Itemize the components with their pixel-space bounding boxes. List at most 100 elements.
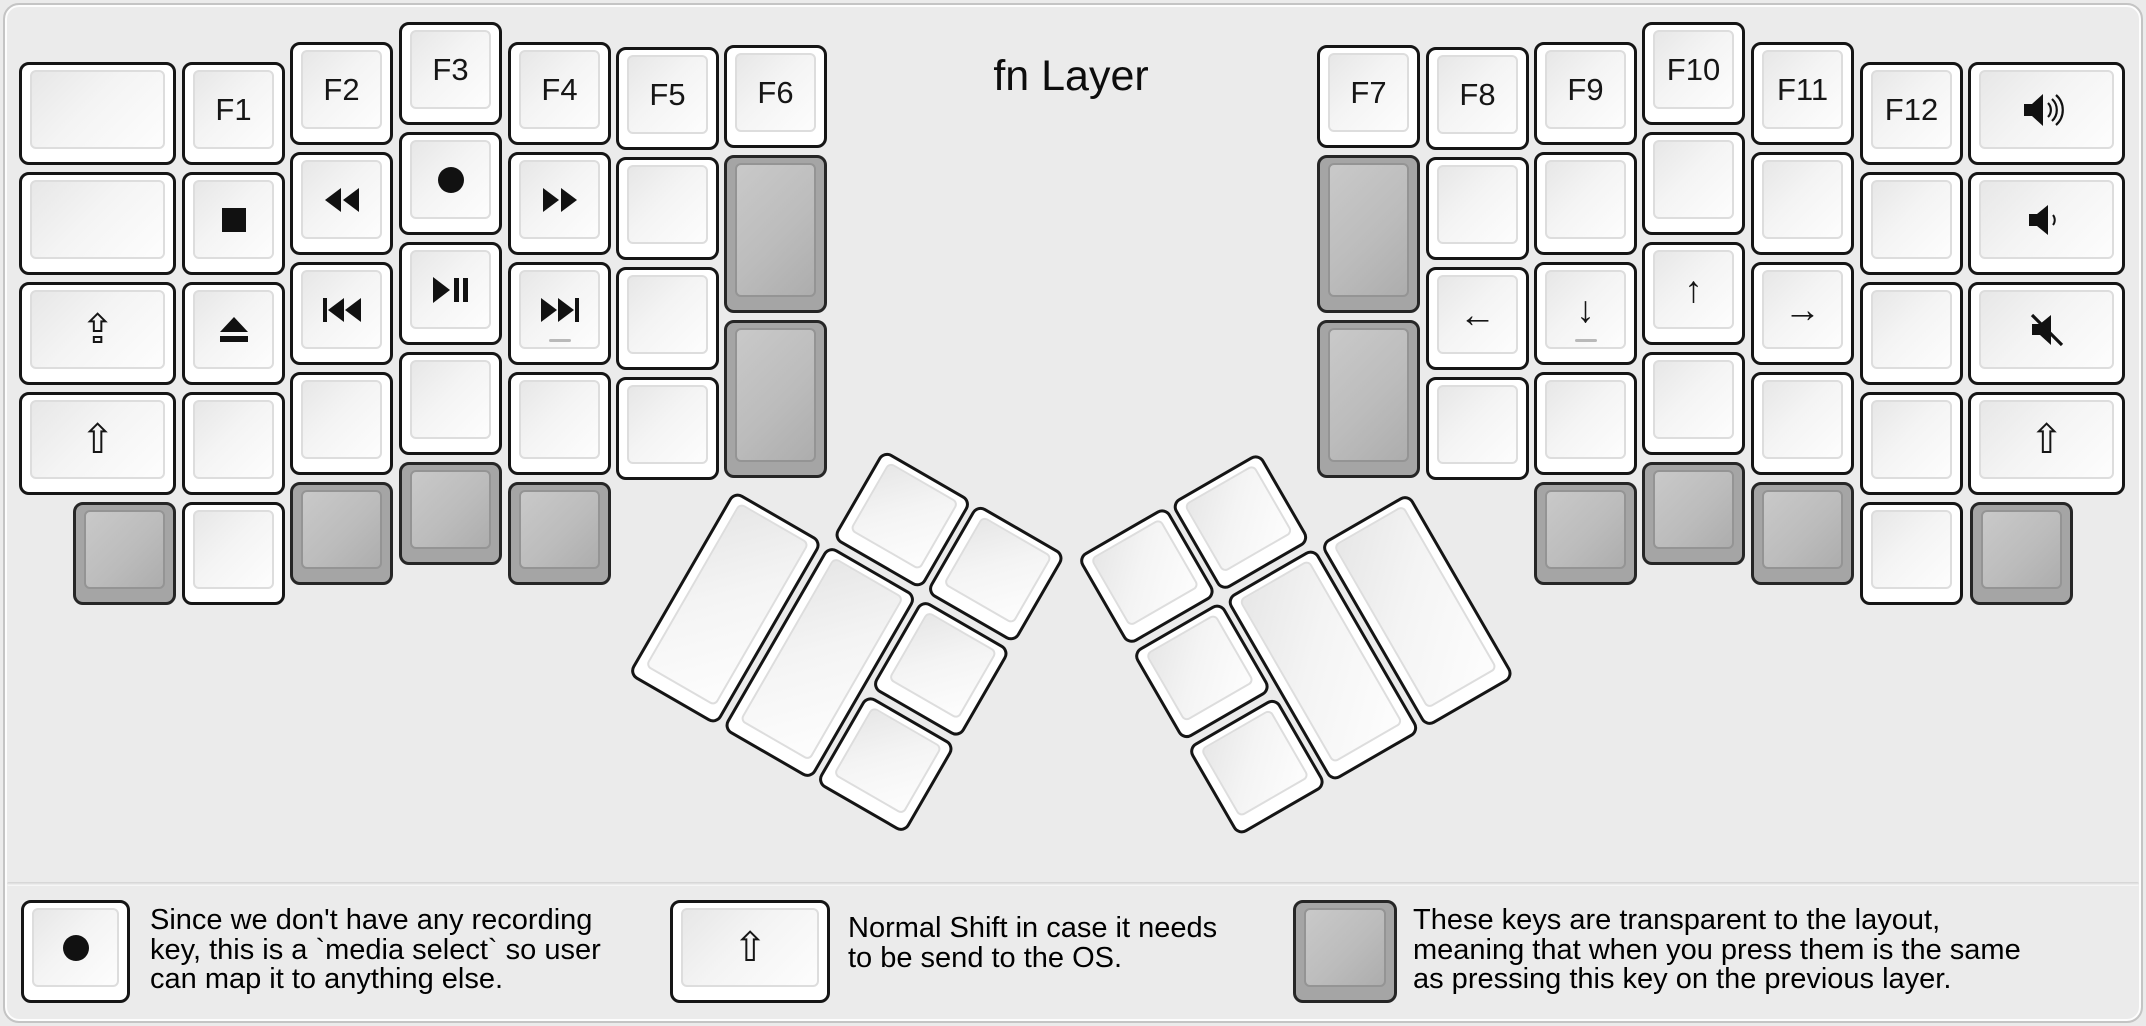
volume-up-icon (2023, 93, 2070, 127)
key-label: F10 (1666, 51, 1721, 87)
keytop (1762, 380, 1843, 459)
key-play-pause[interactable] (399, 242, 502, 345)
key-blank[interactable] (182, 502, 285, 605)
key-transparent[interactable] (1970, 502, 2073, 605)
key-fast-forward[interactable] (508, 152, 611, 255)
key-transparent[interactable] (1317, 155, 1420, 313)
keytop (1144, 613, 1255, 723)
homing-bar (1574, 339, 1597, 342)
key-blank[interactable] (1751, 372, 1854, 475)
keytop (410, 360, 491, 439)
key-f2[interactable]: F2 (290, 42, 393, 145)
key-blank[interactable] (1860, 502, 1963, 605)
key-blank[interactable] (1426, 157, 1529, 260)
key-transparent[interactable] (290, 482, 393, 585)
keytop (410, 140, 491, 219)
legend-line: to be send to the OS. (848, 941, 1123, 974)
key-f1[interactable]: F1 (182, 62, 285, 165)
keytop (1545, 380, 1626, 459)
keytop (301, 270, 382, 349)
play-pause-icon (432, 276, 469, 303)
key-volume-mute[interactable] (1968, 282, 2125, 385)
legend-line: key, this is a `media select` so user (150, 933, 601, 966)
key-blank[interactable] (508, 372, 611, 475)
key-transparent[interactable] (508, 482, 611, 585)
keytop: F10 (1653, 30, 1734, 109)
rewind-icon (324, 187, 359, 212)
key-record[interactable] (399, 132, 502, 235)
key-f4[interactable]: F4 (508, 42, 611, 145)
key-arrow-right[interactable]: → (1751, 262, 1854, 365)
key-blank[interactable] (1534, 152, 1637, 255)
key-blank[interactable] (1860, 172, 1963, 275)
key-next-track[interactable] (508, 262, 611, 365)
key-arrow-up[interactable]: ↑ (1642, 242, 1745, 345)
key-transparent[interactable] (1642, 462, 1745, 565)
key-f10[interactable]: F10 (1642, 22, 1745, 125)
key-prev-track[interactable] (290, 262, 393, 365)
keytop (848, 460, 959, 570)
keytop: F5 (627, 55, 708, 134)
keytop: F7 (1328, 53, 1409, 132)
key-transparent[interactable] (73, 502, 176, 605)
key-transparent[interactable] (1751, 482, 1854, 585)
key-f3[interactable]: F3 (399, 22, 502, 125)
keytop: ↓ (1545, 270, 1626, 349)
keytop (519, 490, 600, 569)
key-transparent[interactable] (724, 320, 827, 478)
key-transparent[interactable] (724, 155, 827, 313)
key-blank[interactable] (19, 172, 176, 275)
keytop (1871, 290, 1952, 369)
key-blank[interactable] (1642, 132, 1745, 235)
key-arrow-left[interactable]: ← (1426, 267, 1529, 370)
key-label: F12 (1884, 91, 1939, 127)
key-label: F3 (432, 51, 469, 87)
keytop (1653, 360, 1734, 439)
keytop (84, 510, 165, 589)
key-blank[interactable] (19, 62, 176, 165)
key-blank[interactable] (616, 267, 719, 370)
caps-lock-icon: ⇪ (80, 306, 115, 352)
keytop (1979, 290, 2114, 369)
key-label: F2 (323, 71, 360, 107)
key-transparent[interactable] (399, 462, 502, 565)
key-f7[interactable]: F7 (1317, 45, 1420, 148)
key-rewind[interactable] (290, 152, 393, 255)
key-blank[interactable] (182, 392, 285, 495)
key-blank[interactable] (1751, 152, 1854, 255)
key-f9[interactable]: F9 (1534, 42, 1637, 145)
key-blank[interactable] (1860, 392, 1963, 495)
keytop (942, 515, 1053, 625)
key-transparent[interactable] (1534, 482, 1637, 585)
shift-sample-icon: ⇧ (732, 924, 768, 970)
key-blank[interactable] (290, 372, 393, 475)
key-blank[interactable] (1642, 352, 1745, 455)
key-volume-down[interactable] (1968, 172, 2125, 275)
key-eject[interactable] (182, 282, 285, 385)
key-blank[interactable] (616, 377, 719, 480)
key-volume-up[interactable] (1968, 62, 2125, 165)
key-blank[interactable] (399, 352, 502, 455)
key-stop[interactable] (182, 172, 285, 275)
keytop (1979, 70, 2114, 149)
key-arrow-down[interactable]: ↓ (1534, 262, 1637, 365)
keytop (1328, 163, 1409, 297)
key-f12[interactable]: F12 (1860, 62, 1963, 165)
legend-record-sample (21, 900, 130, 1003)
key-blank[interactable] (1860, 282, 1963, 385)
key-shift[interactable]: ⇧ (19, 392, 176, 495)
keytop: → (1762, 270, 1843, 349)
key-blank[interactable] (616, 157, 719, 260)
key-f6[interactable]: F6 (724, 45, 827, 148)
key-blank[interactable] (1534, 372, 1637, 475)
keytop (1437, 165, 1518, 244)
keytop: F8 (1437, 55, 1518, 134)
key-f5[interactable]: F5 (616, 47, 719, 150)
key-transparent[interactable] (1317, 320, 1420, 478)
key-f8[interactable]: F8 (1426, 47, 1529, 150)
keytop (519, 160, 600, 239)
key-blank[interactable] (1426, 377, 1529, 480)
key-caps-lock[interactable]: ⇪ (19, 282, 176, 385)
key-f11[interactable]: F11 (1751, 42, 1854, 145)
key-shift[interactable]: ⇧ (1968, 392, 2125, 495)
